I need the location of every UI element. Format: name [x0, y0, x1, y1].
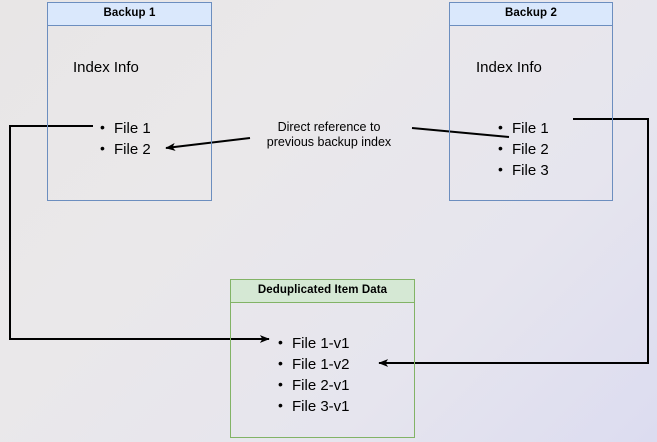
list-item: File 3: [498, 159, 549, 181]
list-item: File 2: [100, 138, 151, 160]
list-item: File 1: [498, 117, 549, 139]
list-item: File 2: [498, 138, 549, 160]
backup2-body: Index Info File 1 File 2 File 3: [450, 26, 612, 200]
dedup-node[interactable]: Deduplicated Item Data File 1-v1 File 1-…: [230, 279, 415, 438]
backup2-header: Backup 2: [450, 3, 612, 26]
backup1-body: Index Info File 1 File 2: [48, 26, 211, 200]
backup1-index-label: Index Info: [73, 59, 139, 76]
list-item: File 2-v1: [278, 374, 350, 396]
backup2-index-label: Index Info: [476, 59, 542, 76]
backup2-node[interactable]: Backup 2 Index Info File 1 File 2 File 3: [449, 2, 613, 201]
dedup-body: File 1-v1 File 1-v2 File 2-v1 File 3-v1: [231, 303, 414, 437]
list-item: File 1: [100, 117, 151, 139]
list-item: File 1-v2: [278, 353, 350, 375]
direct-reference-caption: Direct reference to previous backup inde…: [247, 120, 411, 150]
caption-line-2: previous backup index: [266, 135, 392, 149]
list-item: File 3-v1: [278, 395, 350, 417]
backup1-header: Backup 1: [48, 3, 211, 26]
backup2-file-list: File 1 File 2 File 3: [498, 117, 549, 181]
backup1-file-list: File 1 File 2: [100, 117, 151, 160]
list-item: File 1-v1: [278, 332, 350, 354]
dedup-header: Deduplicated Item Data: [231, 280, 414, 303]
caption-line-1: Direct reference to: [277, 120, 381, 134]
backup1-node[interactable]: Backup 1 Index Info File 1 File 2: [47, 2, 212, 201]
dedup-file-list: File 1-v1 File 1-v2 File 2-v1 File 3-v1: [278, 332, 350, 417]
